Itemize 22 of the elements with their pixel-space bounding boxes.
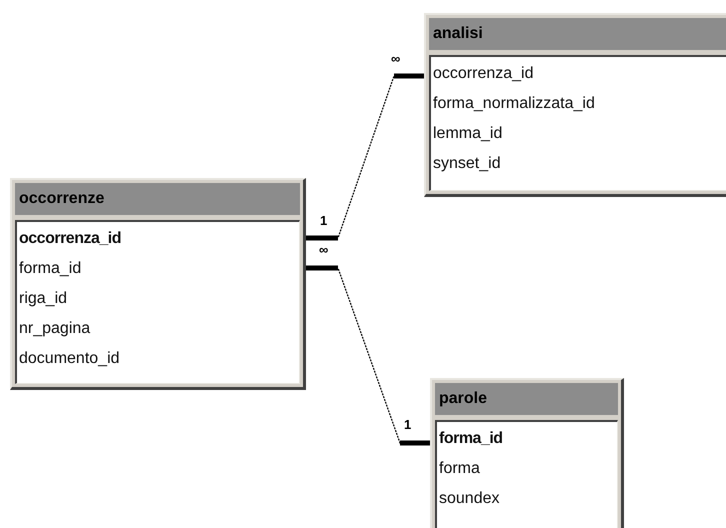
field-name: forma_id bbox=[18, 259, 82, 279]
cardinality-label: 1 bbox=[404, 418, 412, 432]
field-name: nr_pagina bbox=[18, 319, 92, 339]
field-name: documento_id bbox=[18, 349, 121, 369]
field-name: forma_id bbox=[438, 429, 504, 449]
cardinality-label: ∞ bbox=[319, 243, 328, 257]
field-name: forma_normalizzata_id bbox=[432, 94, 596, 114]
table-box bbox=[430, 378, 624, 528]
field-name: occorrenza_id bbox=[432, 64, 534, 84]
field-name: lemma_id bbox=[432, 124, 504, 144]
field-name: occorrenza_id bbox=[18, 229, 122, 249]
field-name: soundex bbox=[438, 489, 500, 509]
table-box bbox=[424, 13, 726, 197]
table-title: parole bbox=[435, 383, 618, 415]
table-title: analisi bbox=[429, 18, 726, 50]
field-name: synset_id bbox=[432, 154, 502, 174]
table-box bbox=[10, 178, 306, 390]
cardinality-label: 1 bbox=[320, 214, 328, 228]
cardinality-label: ∞ bbox=[391, 52, 400, 66]
field-name: forma bbox=[438, 459, 481, 479]
table-title: occorrenze bbox=[15, 183, 300, 215]
field-name: riga_id bbox=[18, 289, 68, 309]
